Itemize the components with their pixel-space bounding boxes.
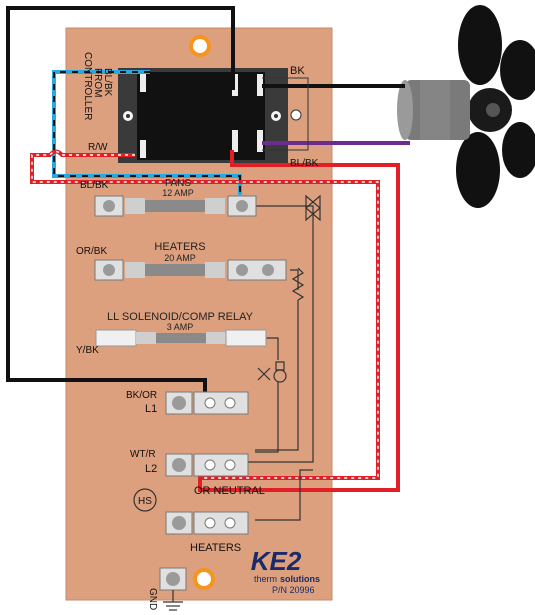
fuse-fans-rating: 12 AMP — [162, 188, 194, 198]
mounting-hole-top — [189, 35, 211, 57]
gnd-label: GND — [147, 588, 158, 610]
rw-label: R/W — [88, 142, 108, 153]
terminal-heaters — [165, 511, 249, 535]
logo-sub-b: solutions — [280, 574, 320, 584]
heater-resistor-icon — [291, 267, 305, 301]
red-wire-stripe — [31, 150, 379, 479]
red-wire-neutral — [198, 150, 400, 492]
fuse-ll-solenoid — [95, 329, 267, 347]
fuse-ll-wire: Y/BK — [76, 345, 99, 356]
board-traces — [240, 205, 314, 521]
blbk-motor-label: BL/BK — [290, 158, 319, 169]
fuse-fans-wire: BL/BK — [80, 180, 109, 191]
logo-brand: KE2 — [251, 546, 302, 576]
fuse-ll-rating: 3 AMP — [167, 322, 194, 332]
heaters-terminal-label: HEATERS — [190, 542, 241, 554]
terminal-l2 — [165, 453, 249, 477]
relay — [118, 68, 288, 163]
fuse-heaters — [94, 259, 287, 281]
terminal-l1 — [165, 391, 249, 415]
fan-icon — [456, 5, 535, 208]
l1-wire-label: BK/OR — [126, 390, 157, 401]
hs-symbol — [133, 488, 157, 512]
neutral-label: OR NEUTRAL — [194, 485, 265, 497]
from-controller-line-2: FROM — [92, 68, 103, 97]
motor-icon — [397, 80, 470, 140]
fuse-heaters-wire: OR/BK — [76, 246, 107, 257]
fuse-heaters-rating: 20 AMP — [164, 253, 196, 263]
bk-label: BK — [290, 65, 305, 77]
fuse-fans — [94, 195, 257, 217]
ke2-logo: KE2 therm solutions — [251, 546, 320, 584]
ground-icon — [163, 590, 183, 611]
fuse-ll-name: LL SOLENOID/COMP RELAY — [107, 311, 254, 323]
hs-label: HS — [138, 496, 152, 507]
l1-label: L1 — [145, 403, 157, 415]
fuse-heaters-name: HEATERS — [154, 241, 205, 253]
from-controller-line-3: CONTROLLER — [82, 52, 93, 120]
l2-wire-label: WT/R — [130, 449, 156, 460]
part-number: P/N 20996 — [272, 585, 315, 595]
from-controller-label: BL/BK FROM CONTROLLER — [82, 52, 113, 120]
blue-wire-stripe — [53, 71, 241, 195]
black-wire-l1 — [6, 6, 235, 400]
solenoid-icon — [257, 361, 287, 383]
fuse-fans-name: FANS — [165, 178, 191, 189]
from-controller-line-1: BL/BK — [102, 68, 113, 97]
gnd-terminal — [159, 567, 215, 591]
valve-icon — [305, 194, 321, 222]
relay-terminal-screw — [290, 109, 302, 121]
l2-label: L2 — [145, 463, 157, 475]
motor-connector — [262, 77, 309, 151]
logo-sub-a: therm — [254, 574, 277, 584]
